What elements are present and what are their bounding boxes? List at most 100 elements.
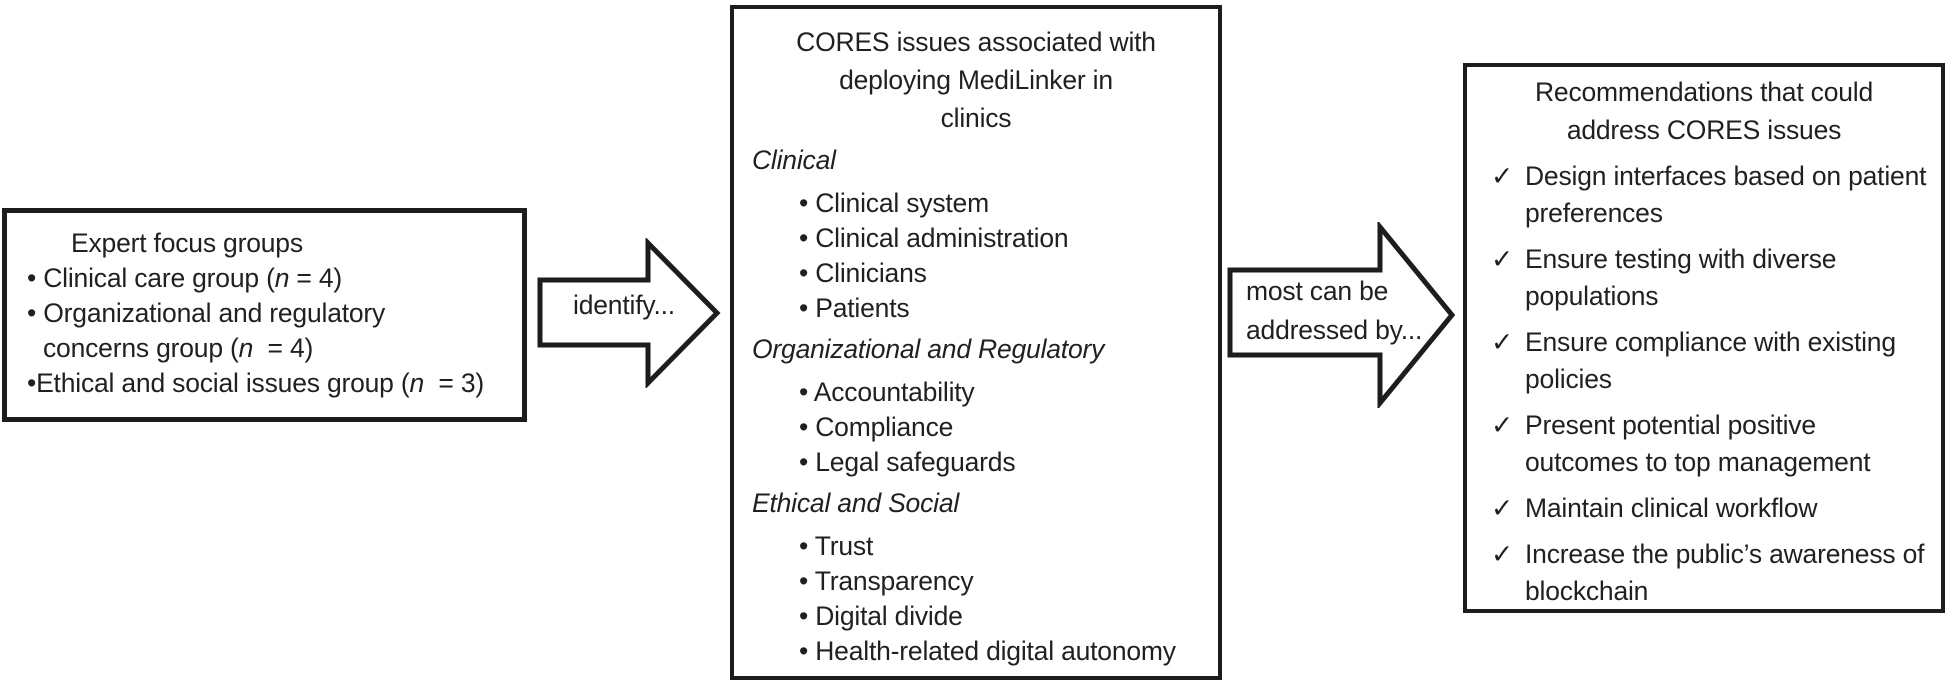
issue-list: • Accountability• Compliance• Legal safe… [738, 375, 1214, 480]
list-item-line: • Digital divide [799, 599, 1214, 634]
list-item-line: • Organizational and regulatory [27, 296, 514, 331]
text-segment: Clinical administration [815, 223, 1069, 253]
text-segment: Health-related digital autonomy [815, 636, 1176, 666]
text-segment: Organizational and regulatory [43, 298, 386, 328]
bullet-icon: • [799, 412, 816, 442]
list-item-line: • Clinical care group (n = 4) [27, 261, 514, 296]
list-item-line: • Patients [799, 291, 1214, 326]
identify-arrow-label: identify... [573, 290, 675, 320]
checkmark-icon: ✓ [1491, 410, 1514, 440]
checkmark-icon: ✓ [1491, 244, 1514, 274]
title-line: deploying MediLinker in [839, 65, 1113, 95]
focus-group-list: • Clinical care group (n = 4)• Organizat… [15, 261, 514, 401]
list-item: • Clinical care group (n = 4) [15, 261, 514, 296]
list-item-line: • Legal safeguards [799, 445, 1214, 480]
title-line: address CORES issues [1566, 115, 1842, 145]
text-segment: = 3) [424, 368, 484, 398]
list-item-line: preferences [1525, 198, 1663, 228]
text-segment: = 4) [253, 333, 314, 363]
list-item-line: Design interfaces based on patient [1525, 161, 1927, 191]
issue-list: • Clinical system• Clinical administrati… [738, 186, 1214, 326]
text-segment: concerns group ( [43, 333, 239, 363]
text-segment: n [274, 263, 290, 293]
addressed-by-arrow: most can be addressed by... [1225, 222, 1457, 408]
text-segment: n [409, 368, 425, 398]
list-item-line: blockchain [1525, 576, 1649, 606]
list-item: • Clinical administration [738, 221, 1214, 256]
arrow-label-line: addressed by... [1246, 315, 1423, 345]
expert-focus-groups-box: Expert focus groups • Clinical care grou… [2, 208, 527, 422]
bullet-icon: • [799, 636, 816, 666]
text-segment: Compliance [815, 412, 954, 442]
list-item-line: Ensure testing with diverse [1525, 244, 1837, 274]
section-heading: Organizational and Regulatory [752, 334, 1105, 364]
text-segment: Clinical care group ( [43, 263, 275, 293]
list-item: ✓ Ensure testing with diverse populations [1473, 241, 1935, 315]
title-line: CORES issues associated with [796, 27, 1156, 57]
arrow-label-line: most can be [1246, 276, 1389, 306]
list-item-line: • Clinicians [799, 256, 1214, 291]
recommendations-list: ✓ Design interfaces based on patient prefe… [1473, 158, 1935, 610]
text-segment: Accountability [813, 377, 975, 407]
text-segment: n [238, 333, 254, 363]
list-item: • Patients [738, 291, 1214, 326]
bullet-icon: • [799, 601, 816, 631]
text-segment: Legal safeguards [815, 447, 1016, 477]
issue-list: • Trust• Transparency• Digital divide• H… [738, 529, 1214, 669]
cores-issues-sections: Clinical• Clinical system• Clinical admi… [738, 143, 1214, 669]
list-item: • Clinicians [738, 256, 1214, 291]
cores-issues-box: CORES issues associated with deploying Me… [730, 5, 1222, 680]
recommendations-box: Recommendations that could address CORES … [1463, 63, 1945, 613]
text-segment: Trust [814, 531, 874, 561]
list-item: • Trust [738, 529, 1214, 564]
list-item-line: • Accountability [799, 375, 1214, 410]
right-block-arrow-icon [537, 238, 721, 388]
list-item: ✓ Increase the public’s awareness of block… [1473, 536, 1935, 610]
identify-arrow: identify... [535, 238, 723, 388]
bullet-icon: • [799, 566, 815, 596]
text-segment: Clinical system [815, 188, 989, 218]
list-item: • Transparency [738, 564, 1214, 599]
right-block-arrow-icon [1227, 222, 1456, 408]
list-item-line: • Health-related digital autonomy [799, 634, 1214, 669]
bullet-icon: • [27, 263, 44, 293]
list-item-line: Increase the public’s awareness of [1525, 539, 1925, 569]
addressed-by-arrow-label: most can be addressed by... [1246, 272, 1422, 350]
title-line: clinics [940, 103, 1012, 133]
list-item: • Compliance [738, 410, 1214, 445]
bullet-icon: • [799, 258, 816, 288]
list-item: • Accountability [738, 375, 1214, 410]
bullet-icon: • [799, 377, 814, 407]
list-item-line: populations [1525, 281, 1659, 311]
text-segment: Patients [815, 293, 910, 323]
list-item: •Ethical and social issues group (n = 3) [15, 366, 514, 401]
list-item: ✓ Present potential positive outcomes to t… [1473, 407, 1935, 481]
list-item-line: concerns group (n = 4) [43, 331, 514, 366]
section-heading: Clinical [752, 145, 836, 175]
list-item-line: policies [1525, 364, 1612, 394]
list-item: • Health-related digital autonomy [738, 634, 1214, 669]
middle-box-title: CORES issues associated with deploying Me… [738, 23, 1214, 137]
bullet-icon: • [799, 447, 816, 477]
list-item-line: Ensure compliance with existing [1525, 327, 1896, 357]
bullet-icon: • [27, 368, 37, 398]
bullet-icon: • [799, 188, 816, 218]
checkmark-icon: ✓ [1491, 161, 1514, 191]
list-item: ✓ Design interfaces based on patient prefe… [1473, 158, 1935, 232]
list-item-line: outcomes to top management [1525, 447, 1871, 477]
list-item-line: • Transparency [799, 564, 1214, 599]
list-item-line: • Trust [799, 529, 1214, 564]
list-item-line: • Compliance [799, 410, 1214, 445]
list-item: ✓Maintain clinical workflow [1473, 490, 1935, 527]
list-item-line: Maintain clinical workflow [1525, 493, 1818, 523]
text-segment: Clinicians [815, 258, 927, 288]
text-segment: = 4) [289, 263, 343, 293]
list-item: • Digital divide [738, 599, 1214, 634]
checkmark-icon: ✓ [1491, 539, 1514, 569]
bullet-icon: • [27, 298, 44, 328]
list-item-line: Present potential positive [1525, 410, 1816, 440]
checkmark-icon: ✓ [1491, 327, 1514, 357]
title-line: Recommendations that could [1534, 77, 1874, 107]
